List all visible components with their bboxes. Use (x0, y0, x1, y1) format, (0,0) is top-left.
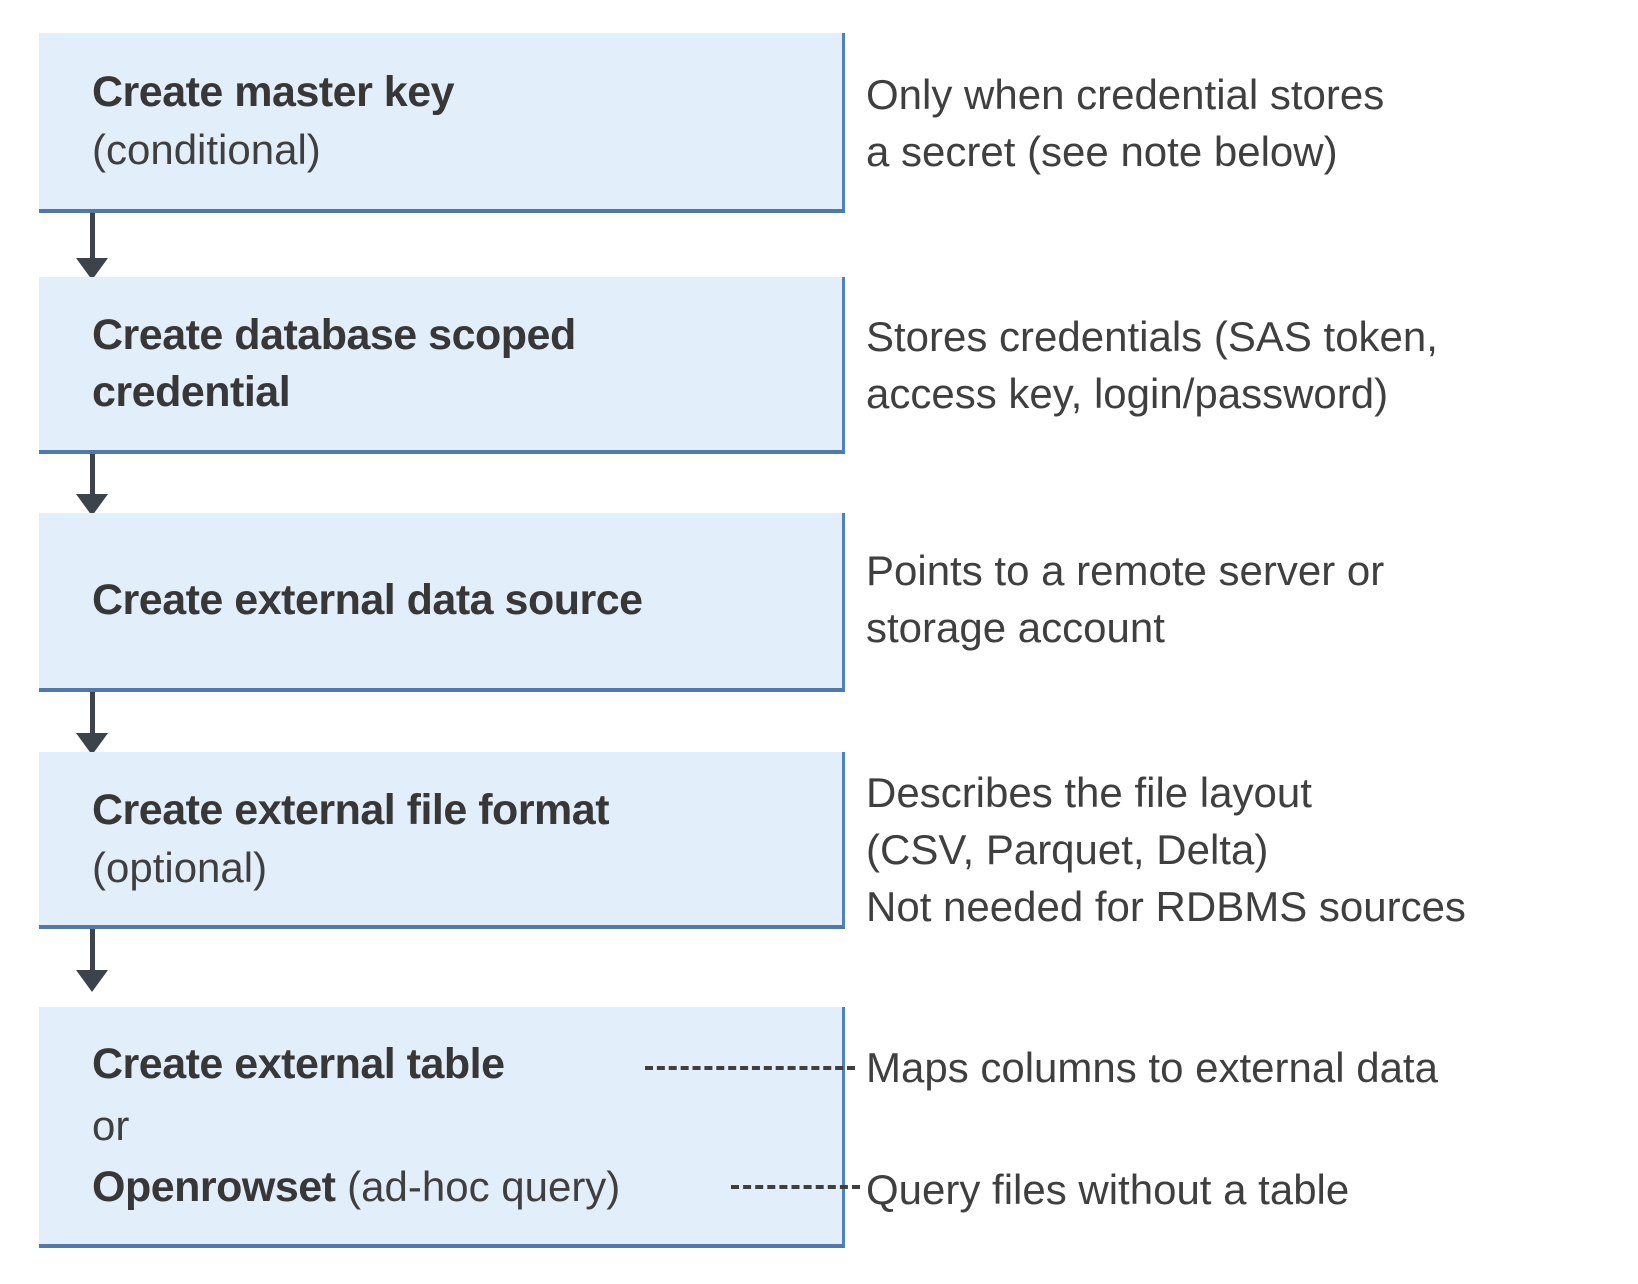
option-conjunction: or (92, 1102, 130, 1149)
step-qualifier: (optional) (92, 843, 268, 891)
option-openrowset-suffix: (ad-hoc query) (335, 1163, 621, 1210)
annotation-data-source: Points to a remote server or storage acc… (866, 547, 1385, 651)
flow-arrow-head-1 (76, 258, 108, 280)
annotation-openrowset: Query files without a table (866, 1166, 1350, 1213)
step-title: Create master key (92, 68, 455, 116)
step-box-create-master-key: Create master key (conditional) (39, 33, 845, 213)
step-box-create-external-data-source: Create external data source (39, 513, 845, 692)
option-external-table-line: Create external table (92, 1033, 842, 1095)
step-title: Create database scoped credential (92, 310, 576, 416)
option-openrowset-line: Openrowset (ad-hoc query) (92, 1156, 842, 1218)
step-box-create-database-scoped-credential: Create database scoped credential (39, 277, 845, 454)
annotation-file-format: Describes the file layout (CSV, Parquet,… (866, 769, 1466, 930)
step-box-create-external-file-format: Create external file format (optional) (39, 752, 845, 929)
flow-arrow-shaft-4 (90, 929, 95, 970)
flow-arrow-shaft-1 (90, 213, 95, 258)
dashed-connector-external-table (645, 1066, 855, 1070)
step-title: Create external file format (92, 785, 610, 834)
step-title: Create external data source (92, 576, 643, 624)
flow-arrow-head-3 (76, 733, 108, 755)
annotation-external-table: Maps columns to external data (866, 1044, 1438, 1091)
option-openrowset: Openrowset (92, 1163, 336, 1211)
option-external-table: Create external table (92, 1040, 505, 1088)
step-qualifier: (conditional) (92, 126, 321, 173)
flow-arrow-head-4 (76, 970, 108, 992)
annotation-credential: Stores credentials (SAS token, access ke… (866, 313, 1438, 417)
dashed-connector-openrowset (731, 1185, 860, 1189)
flow-arrow-shaft-2 (90, 454, 95, 494)
step-box-create-external-table-or-openrowset: Create external table or Openrowset (ad-… (39, 1007, 845, 1248)
flow-arrow-head-2 (76, 494, 108, 516)
flow-arrow-shaft-3 (90, 692, 95, 733)
annotation-master-key: Only when credential stores a secret (se… (866, 71, 1385, 175)
